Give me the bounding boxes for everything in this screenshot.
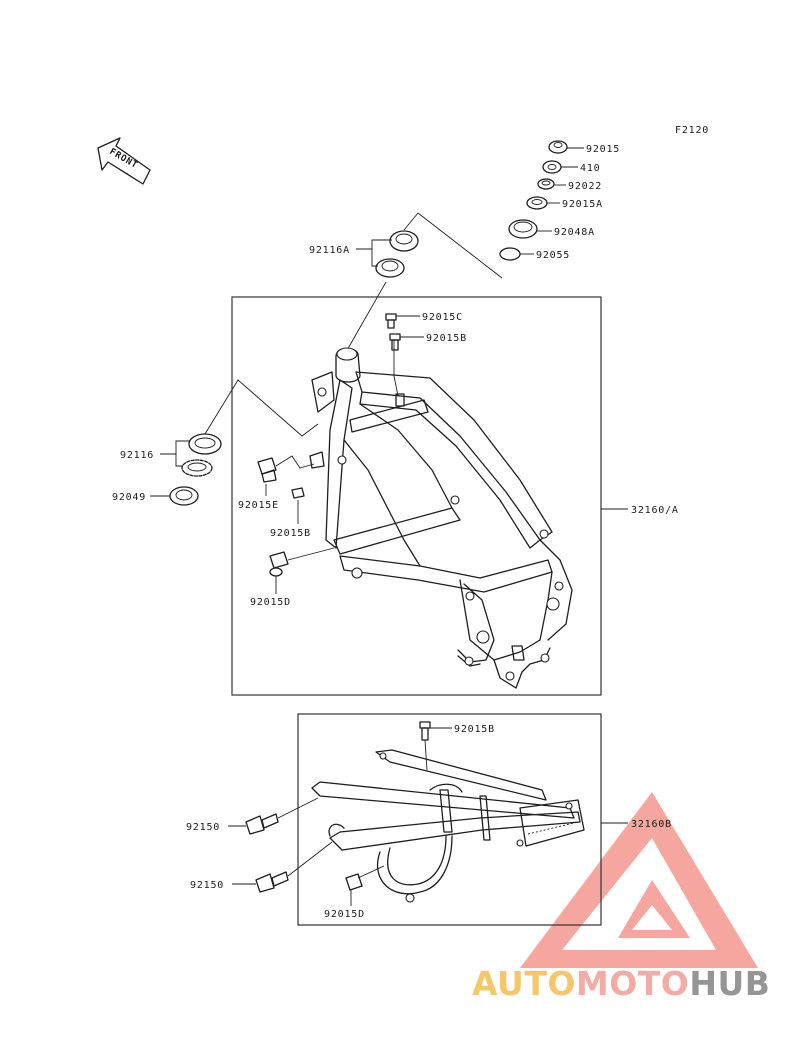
label-32160A: 32160/A [631, 505, 679, 516]
assembly-line-92150-upper [277, 797, 319, 819]
label-92015B-sub: 92015B [454, 724, 495, 735]
sub-frame-32160B [311, 749, 585, 903]
watermark-moto: MOTO [576, 964, 689, 1003]
bearing-92116A-upper [375, 230, 419, 278]
assembly-line-92015D-sub [357, 865, 385, 879]
nut-92015A [526, 196, 548, 210]
label-92015C: 92015C [422, 312, 463, 323]
figure-code: F2120 [675, 125, 709, 136]
leader-lines [150, 147, 628, 906]
label-32160B: 32160B [631, 819, 672, 830]
bolt-92015E [257, 457, 277, 483]
seal-92049 [169, 486, 199, 506]
assembly-line-92116A [403, 212, 419, 231]
main-frame-32160A [309, 347, 573, 689]
label-92015E: 92015E [238, 500, 279, 511]
assembly-line-92015B-top [393, 340, 399, 397]
watermark: AUTOMOTOHUB [472, 792, 770, 1003]
assembly-line-head-pipe [345, 281, 387, 353]
assembly-line-92015E [275, 455, 315, 469]
oring-92055 [499, 247, 521, 261]
nut-92022 [537, 178, 555, 190]
washer-410 [542, 160, 562, 174]
label-92049: 92049 [112, 492, 146, 503]
watermark-triangle-inner [618, 880, 690, 938]
bolt-92150-lower [255, 871, 289, 893]
bearing-92116-lower [181, 433, 222, 477]
front-direction-arrow: FRONT [97, 137, 151, 185]
label-92015A: 92015A [562, 199, 603, 210]
bolt-92015D-main [269, 551, 289, 577]
assembly-line-92015D [287, 547, 335, 561]
bolt-92015D-sub [345, 873, 363, 891]
label-92116A: 92116A [309, 245, 350, 256]
bolt-92015C [385, 313, 397, 329]
bolt-92015B-sub [419, 721, 431, 741]
bolt-92015B-mid [291, 487, 305, 499]
label-92015D-main: 92015D [250, 597, 291, 608]
watermark-hub: HUB [689, 964, 770, 1003]
watermark-auto: AUTO [472, 964, 576, 1003]
part-labels: 92015 410 92022 92015A 92048A 92055 9211… [112, 144, 679, 920]
label-92055: 92055 [536, 250, 570, 261]
label-92116: 92116 [120, 450, 154, 461]
assembly-line-92150-lower [287, 841, 333, 877]
assembly-line-92015B-sub [424, 739, 428, 771]
main-frame-box [231, 296, 602, 696]
watermark-triangle-logo [520, 792, 758, 968]
sub-frame-box [297, 713, 602, 926]
assembly-line-upper [417, 212, 503, 279]
assembly-line-lower-bearing [204, 379, 319, 437]
seal-92048A [508, 219, 538, 239]
label-92048A: 92048A [554, 227, 595, 238]
label-92150-upper: 92150 [186, 822, 220, 833]
stem-nut-92015 [548, 140, 568, 154]
label-92015D-sub: 92015D [324, 909, 365, 920]
svg-text:AUTOMOTOHUB: AUTOMOTOHUB [472, 964, 770, 1003]
label-92015B-mid: 92015B [270, 528, 311, 539]
bolt-92150-upper [245, 813, 279, 835]
label-92015: 92015 [586, 144, 620, 155]
label-410: 410 [580, 163, 600, 174]
label-92022: 92022 [568, 181, 602, 192]
bolt-92015B-top [389, 333, 401, 351]
label-92150-lower: 92150 [190, 880, 224, 891]
watermark-triangle-outer [520, 792, 758, 968]
label-92015B-top: 92015B [426, 333, 467, 344]
